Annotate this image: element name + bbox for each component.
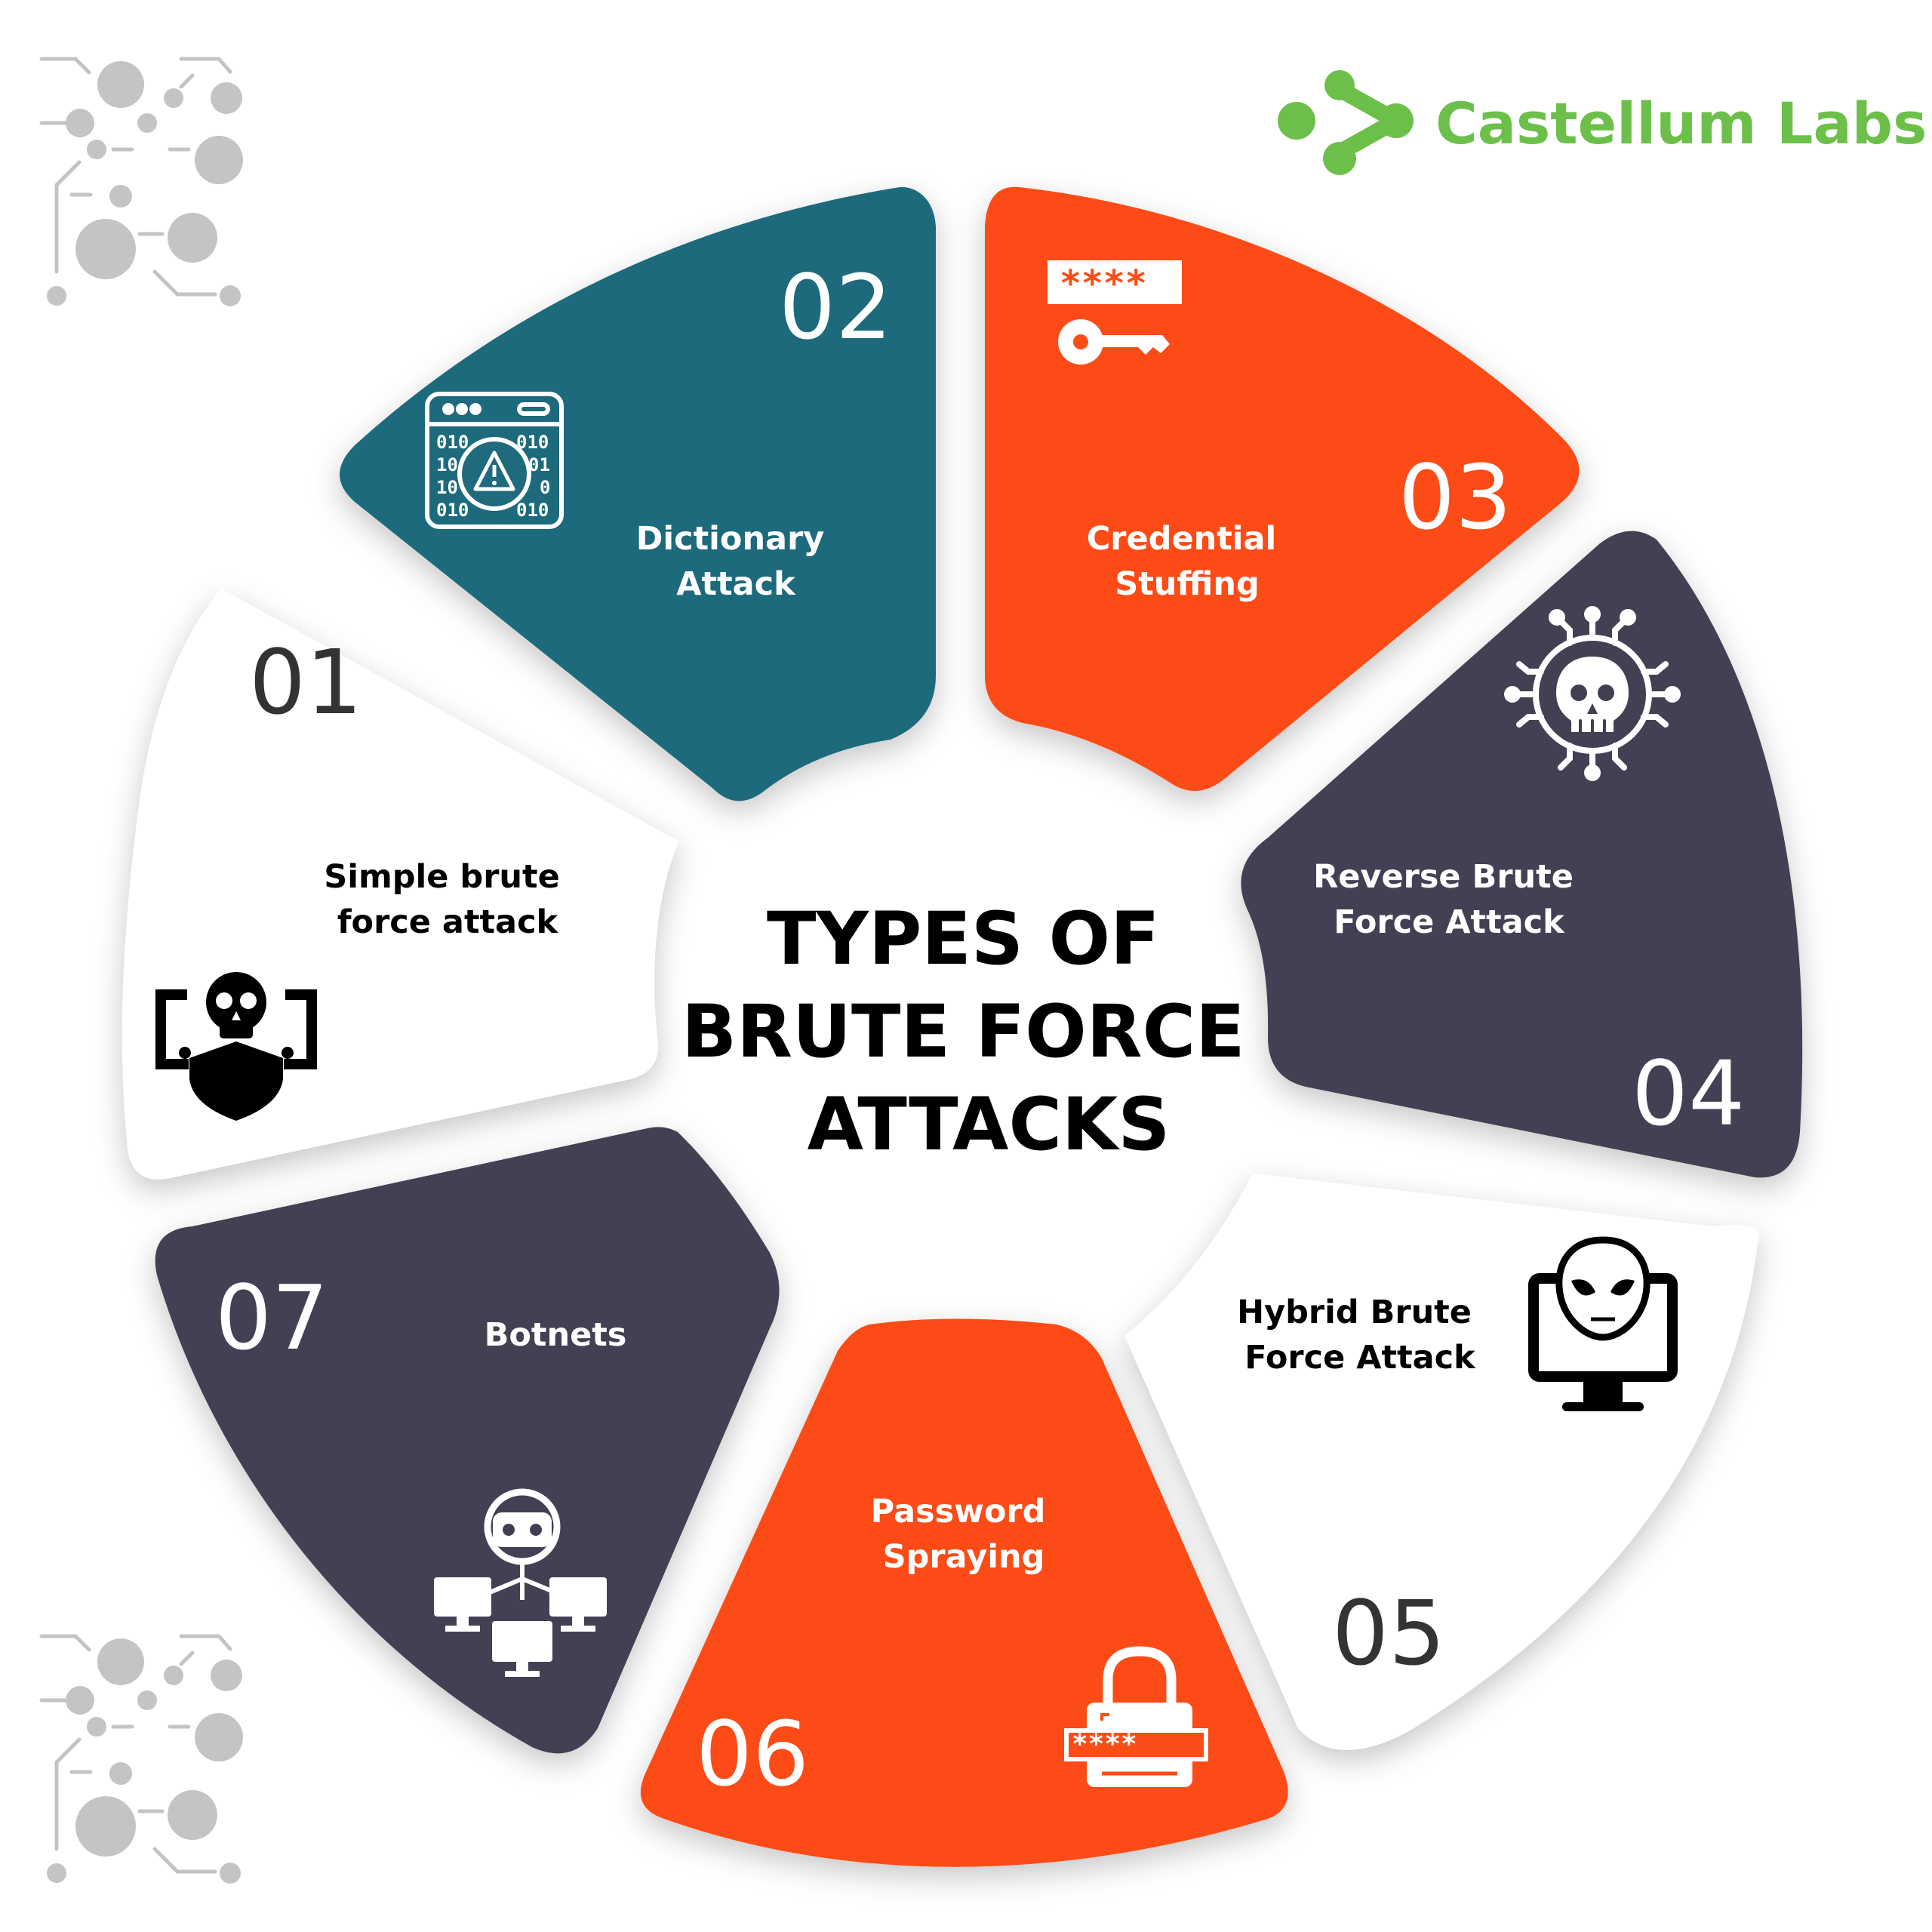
svg-text:****_: ****_ xyxy=(1072,1729,1154,1760)
svg-text:0: 0 xyxy=(540,477,550,498)
circuit-pattern-bottom xyxy=(42,1636,243,1884)
segment-01-shape xyxy=(122,589,680,1180)
segment-04-number: 04 xyxy=(1632,1041,1745,1146)
svg-text:010: 010 xyxy=(516,432,549,453)
password-key-icon: **** xyxy=(1048,260,1182,365)
brand-name: Castellum Labs xyxy=(1435,90,1927,157)
segment-01-number: 01 xyxy=(249,630,362,734)
svg-text:10: 10 xyxy=(436,454,458,475)
segment-07-label: Botnets xyxy=(485,1316,627,1354)
segment-07-shape xyxy=(155,1127,780,1754)
circuit-pattern-top xyxy=(42,59,243,306)
segment-02-shape xyxy=(340,186,936,801)
segment-05-number: 05 xyxy=(1332,1581,1445,1685)
robot-network-icon xyxy=(434,1488,607,1677)
segment-06-label: Password Spraying xyxy=(871,1493,1057,1576)
skull-circuit-icon xyxy=(1504,606,1681,781)
alien-monitor-icon xyxy=(1528,1236,1678,1411)
segment-07-number: 07 xyxy=(215,1266,328,1370)
segment-02-label: Dictionary Attack xyxy=(636,520,836,603)
segment-01-label: Simple brute force attack xyxy=(324,858,571,941)
binary-warning-window-icon: 010 010 10 01 10 0 010 010 xyxy=(425,392,564,529)
brand-mark-icon xyxy=(1278,70,1414,175)
segment-03-number: 03 xyxy=(1398,445,1512,549)
segment-02-number: 02 xyxy=(779,255,892,359)
brand-logo: Castellum Labs xyxy=(1278,70,1927,175)
skull-shield-icon xyxy=(155,972,317,1121)
segment-06-number: 06 xyxy=(696,1702,809,1806)
svg-text:010: 010 xyxy=(516,500,549,521)
svg-text:010: 010 xyxy=(436,500,469,521)
svg-text:01: 01 xyxy=(528,454,550,475)
segment-05-label: Hybrid Brute Force Attack xyxy=(1237,1294,1483,1377)
svg-text:****: **** xyxy=(1060,263,1147,305)
center-title: TYPES OF BRUTE FORCE ATTACKS xyxy=(681,897,1270,1167)
padlock-password-icon: ****_ xyxy=(1064,1646,1208,1787)
segment-04-label: Reverse Brute Force Attack xyxy=(1313,858,1585,941)
wheel xyxy=(122,186,1803,1867)
svg-text:10: 10 xyxy=(436,477,458,498)
svg-text:010: 010 xyxy=(436,432,469,453)
segment-03-label: Credential Stuffing xyxy=(1087,520,1288,603)
